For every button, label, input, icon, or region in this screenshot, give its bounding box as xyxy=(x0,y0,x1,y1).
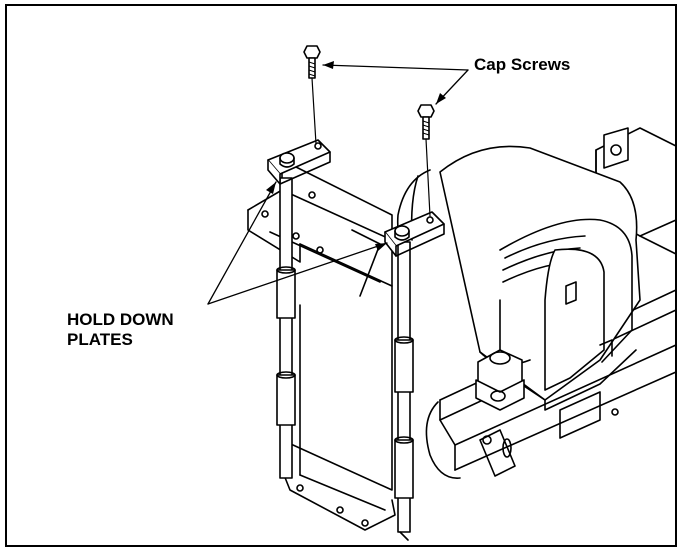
arrowhead xyxy=(323,61,334,69)
cap-screws-leaders xyxy=(322,64,469,105)
front-bracket xyxy=(475,349,525,411)
cap-screw-left xyxy=(303,45,321,145)
hold-down-plates-label: HOLD DOWN PLATES xyxy=(67,310,174,350)
hold-down-label-line1: HOLD DOWN xyxy=(67,310,174,329)
bracket-box xyxy=(247,159,396,531)
hold-down-plates-leaders xyxy=(207,181,388,305)
right-tie-rod xyxy=(394,241,414,541)
hold-down-plate-right xyxy=(384,211,445,257)
cap-screws-label: Cap Screws xyxy=(474,55,571,74)
arrowhead xyxy=(436,93,446,104)
hold-down-plate-left xyxy=(267,139,331,185)
cap-screw-right xyxy=(417,104,435,217)
hold-down-label-line2: PLATES xyxy=(67,330,133,349)
arrowhead xyxy=(375,243,387,251)
left-tie-rod xyxy=(276,177,296,479)
arrowhead xyxy=(266,182,276,194)
coil-housing xyxy=(396,145,641,411)
